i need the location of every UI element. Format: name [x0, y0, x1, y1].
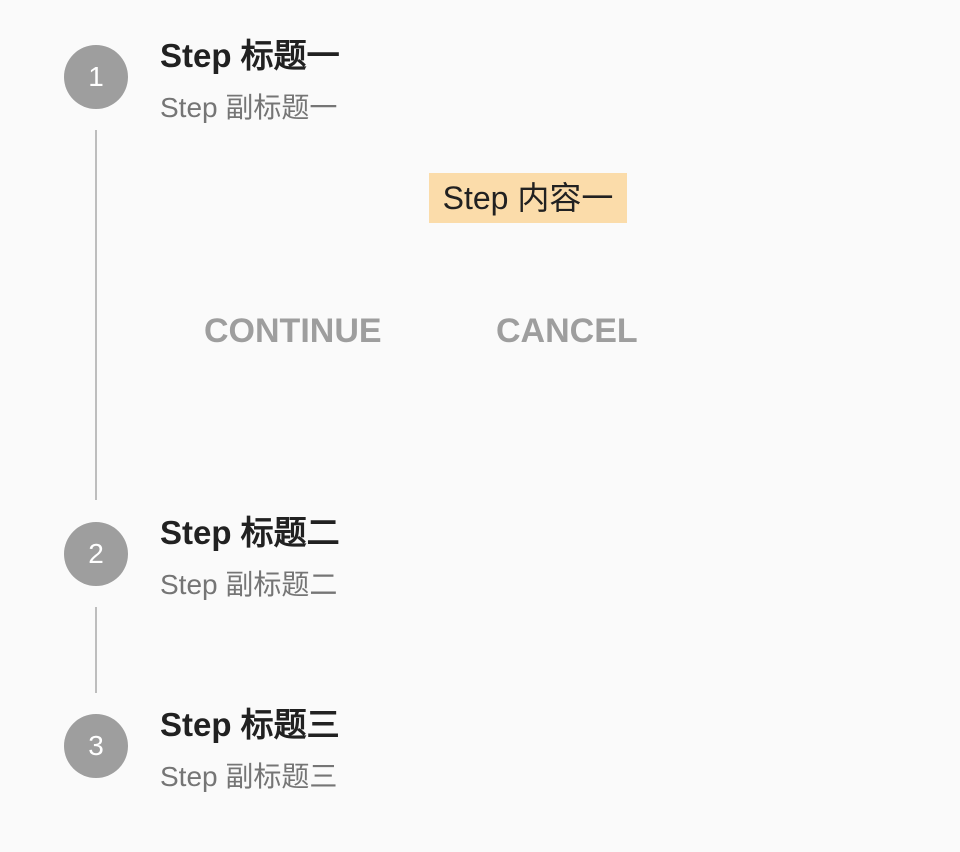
- step-connector-2: [95, 607, 97, 693]
- step-1-subtitle: Step 副标题一: [160, 92, 338, 123]
- step-2-subtitle: Step 副标题二: [160, 569, 338, 600]
- step-1-content: Step 内容一: [429, 173, 627, 223]
- step-2-title[interactable]: Step 标题二: [160, 514, 340, 551]
- step-1-title[interactable]: Step 标题一: [160, 37, 340, 74]
- cancel-button[interactable]: CANCEL: [496, 312, 638, 350]
- step-connector-1: [95, 130, 97, 500]
- continue-button[interactable]: CONTINUE: [204, 312, 382, 350]
- step-3-number-circle[interactable]: 3: [64, 714, 128, 778]
- step-3-title[interactable]: Step 标题三: [160, 706, 340, 743]
- step-2-number-circle[interactable]: 2: [64, 522, 128, 586]
- step-3-subtitle: Step 副标题三: [160, 761, 338, 792]
- step-1-number-circle[interactable]: 1: [64, 45, 128, 109]
